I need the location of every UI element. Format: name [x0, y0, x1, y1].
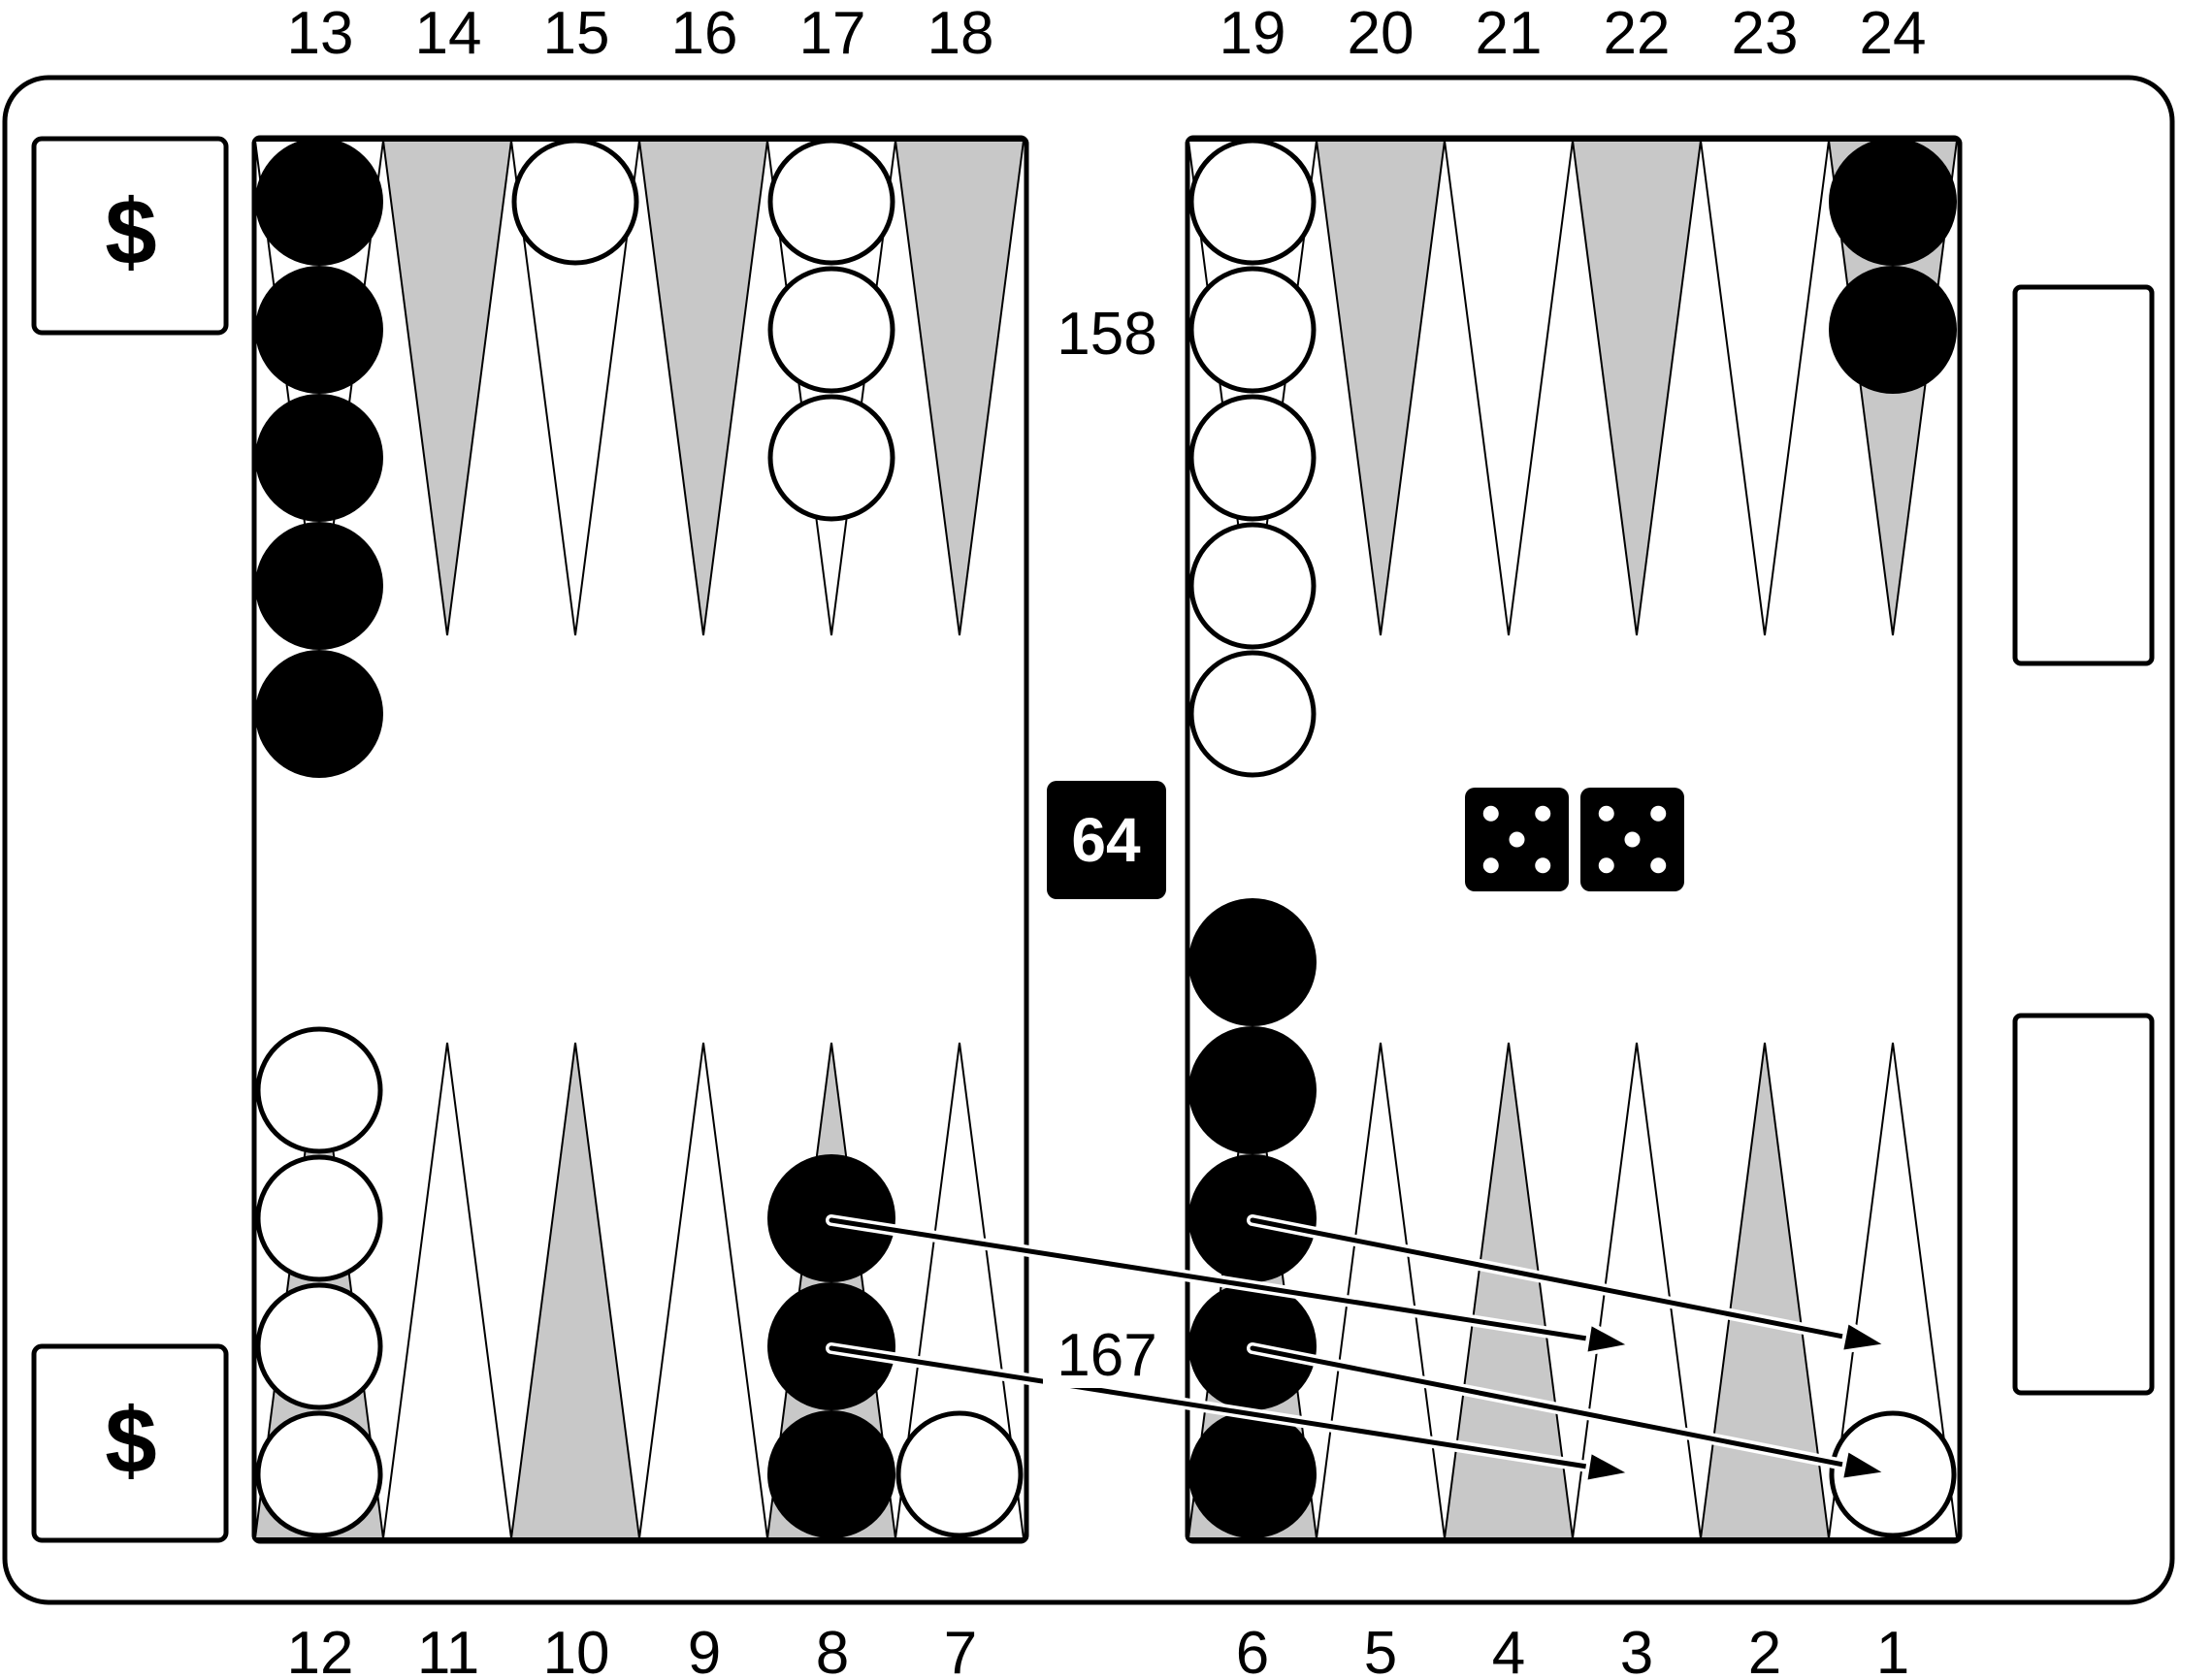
pip-count-bottom: 167: [1057, 1322, 1156, 1389]
point-label-bottom: 4: [1492, 1620, 1525, 1679]
white-checker[interactable]: [767, 266, 895, 394]
black-checker[interactable]: [255, 266, 383, 394]
white-checker[interactable]: [895, 1410, 1024, 1538]
die-pip: [1650, 857, 1667, 874]
point-label-top: 14: [415, 0, 482, 67]
point-2[interactable]: [1699, 1042, 1831, 1539]
black-checker[interactable]: [255, 522, 383, 650]
white-checker[interactable]: [255, 1026, 383, 1154]
point-label-top: 24: [1860, 0, 1927, 67]
doubling-cube[interactable]: 64: [1047, 781, 1166, 899]
point-21[interactable]: [1443, 140, 1575, 636]
black-checker[interactable]: [1188, 1026, 1317, 1154]
point-7[interactable]: [894, 1042, 1025, 1539]
die-pip: [1598, 857, 1614, 874]
point-label-bottom: 3: [1620, 1620, 1653, 1679]
point-18[interactable]: [894, 140, 1025, 636]
top-price-box[interactable]: $: [31, 136, 229, 336]
die-1[interactable]: [1465, 788, 1569, 891]
black-checker[interactable]: [255, 138, 383, 266]
point-5[interactable]: [1315, 1042, 1447, 1539]
point-label-top: 21: [1476, 0, 1543, 67]
bottom-price-box[interactable]: $: [31, 1343, 229, 1543]
white-checker[interactable]: [255, 1410, 383, 1538]
black-checker[interactable]: [1188, 898, 1317, 1026]
point-22[interactable]: [1571, 140, 1703, 636]
die-2[interactable]: [1580, 788, 1684, 891]
point-11[interactable]: [381, 1042, 513, 1539]
white-checker[interactable]: [511, 138, 639, 266]
move-arrow: [1247, 1214, 1893, 1355]
point-label-top: 23: [1732, 0, 1799, 67]
die-pip: [1650, 805, 1667, 822]
black-checker[interactable]: [255, 394, 383, 522]
point-label-top: 16: [671, 0, 738, 67]
point-label-top: 17: [799, 0, 866, 67]
point-9[interactable]: [637, 1042, 769, 1539]
bottom-price-label: $: [105, 1389, 156, 1493]
move-arrow: [826, 1214, 1637, 1357]
die-pip: [1535, 857, 1551, 874]
point-4[interactable]: [1443, 1042, 1575, 1539]
pip-count-top: 158: [1057, 301, 1156, 368]
point-label-top: 20: [1348, 0, 1415, 67]
point-label-top: 19: [1220, 0, 1286, 67]
white-checker[interactable]: [1188, 650, 1317, 778]
point-14[interactable]: [381, 140, 513, 636]
die-pip: [1535, 805, 1551, 822]
die-pip: [1482, 805, 1499, 822]
point-label-bottom: 1: [1876, 1620, 1909, 1679]
bottom-bearoff-tray[interactable]: [2012, 1013, 2155, 1396]
point-1[interactable]: [1827, 1042, 1959, 1539]
white-checker[interactable]: [1829, 1410, 1957, 1538]
die-pip: [1598, 805, 1614, 822]
cube-value: 64: [1071, 805, 1141, 875]
die-pip: [1509, 831, 1525, 848]
die-pip: [1624, 831, 1641, 848]
point-label-bottom: 6: [1236, 1620, 1269, 1679]
point-label-bottom: 9: [688, 1620, 721, 1679]
white-checker[interactable]: [767, 138, 895, 266]
white-checker[interactable]: [767, 394, 895, 522]
point-23[interactable]: [1699, 140, 1831, 636]
point-label-bottom: 10: [543, 1620, 610, 1679]
point-label-top: 22: [1604, 0, 1671, 67]
top-price-label: $: [105, 180, 156, 284]
black-checker[interactable]: [767, 1410, 895, 1538]
black-checker[interactable]: [1829, 266, 1957, 394]
white-checker[interactable]: [255, 1282, 383, 1410]
point-label-bottom: 5: [1364, 1620, 1397, 1679]
point-16[interactable]: [637, 140, 769, 636]
white-checker[interactable]: [255, 1154, 383, 1282]
black-checker[interactable]: [1188, 1410, 1317, 1538]
white-checker[interactable]: [1188, 522, 1317, 650]
white-checker[interactable]: [1188, 394, 1317, 522]
point-label-bottom: 7: [944, 1620, 977, 1679]
point-20[interactable]: [1315, 140, 1447, 636]
point-label-bottom: 8: [816, 1620, 849, 1679]
white-checker[interactable]: [1188, 266, 1317, 394]
white-checker[interactable]: [1188, 138, 1317, 266]
die-pip: [1482, 857, 1499, 874]
move-arrow: [1247, 1342, 1893, 1483]
point-label-top: 15: [543, 0, 610, 67]
point-10[interactable]: [509, 1042, 641, 1539]
point-label-top: 18: [927, 0, 994, 67]
move-arrow: [826, 1342, 1637, 1485]
black-checker[interactable]: [255, 650, 383, 778]
point-label-bottom: 11: [417, 1620, 479, 1679]
point-label-bottom: 2: [1748, 1620, 1781, 1679]
point-label-top: 13: [287, 0, 354, 67]
point-label-bottom: 12: [287, 1620, 354, 1679]
top-bearoff-tray[interactable]: [2012, 284, 2155, 666]
black-checker[interactable]: [1829, 138, 1957, 266]
